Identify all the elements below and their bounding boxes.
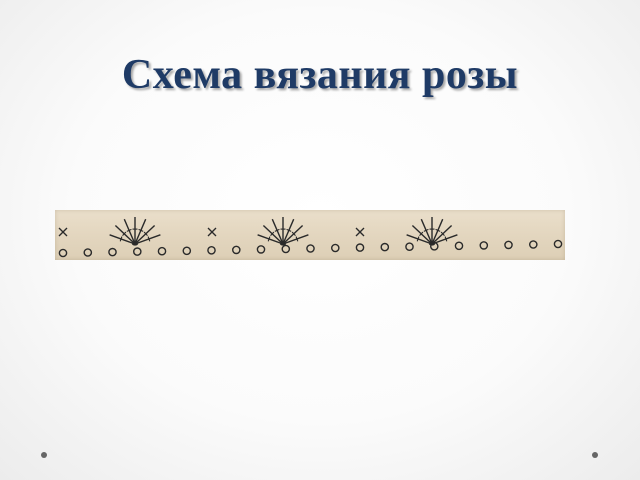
- chain-stitch: [454, 241, 464, 251]
- chain-stitch: [157, 246, 167, 256]
- crochet-diagram: [55, 210, 565, 260]
- treble-stitch: [109, 234, 136, 245]
- treble-stitch: [282, 234, 309, 245]
- treble-stitch: [134, 224, 156, 245]
- corner-dot-right: [592, 452, 598, 458]
- treble-stitch: [123, 218, 136, 245]
- treble-stitch: [431, 224, 453, 245]
- chain-stitch: [256, 245, 266, 254]
- treble-stitch: [271, 218, 284, 245]
- crochet-diagram-svg: [58, 217, 563, 258]
- chain-stitch: [83, 248, 93, 257]
- treble-fan: [257, 217, 309, 246]
- treble-stitch: [282, 224, 304, 245]
- chain-stitch: [207, 246, 216, 255]
- chain-stitch: [528, 240, 538, 249]
- chain-row: [58, 239, 563, 258]
- single-crochet-cross: [355, 227, 365, 237]
- treble-stitch: [134, 218, 147, 245]
- treble-stitch: [406, 234, 433, 245]
- treble-fan: [109, 217, 161, 246]
- treble-stitch: [431, 218, 444, 245]
- chain-stitch: [330, 243, 340, 253]
- single-crochet-cross: [207, 227, 217, 237]
- chain-stitch: [182, 246, 192, 256]
- single-crochet-cross: [58, 227, 68, 237]
- treble-fan: [406, 217, 458, 246]
- chain-stitch: [504, 240, 513, 250]
- treble-stitch: [134, 234, 161, 245]
- chain-stitch: [355, 243, 365, 252]
- chain-stitch: [380, 242, 390, 252]
- treble-stitch: [257, 234, 284, 245]
- chain-stitch: [58, 248, 68, 258]
- treble-stitch: [431, 234, 458, 245]
- treble-stitch: [262, 224, 284, 245]
- chain-stitch: [133, 247, 142, 256]
- treble-stitch: [114, 224, 136, 245]
- chain-stitch: [553, 239, 563, 249]
- chain-stitch: [306, 244, 315, 253]
- chain-stitch: [108, 247, 117, 257]
- treble-stitch: [282, 218, 295, 245]
- chain-stitch: [281, 244, 291, 254]
- slide-title: Схема вязания розы: [121, 52, 519, 98]
- chain-stitch: [479, 241, 489, 250]
- chain-stitch: [231, 245, 241, 255]
- treble-stitch: [411, 224, 433, 245]
- treble-stitch: [420, 218, 433, 245]
- chain-stitch: [405, 242, 414, 252]
- corner-dot-left: [41, 452, 47, 458]
